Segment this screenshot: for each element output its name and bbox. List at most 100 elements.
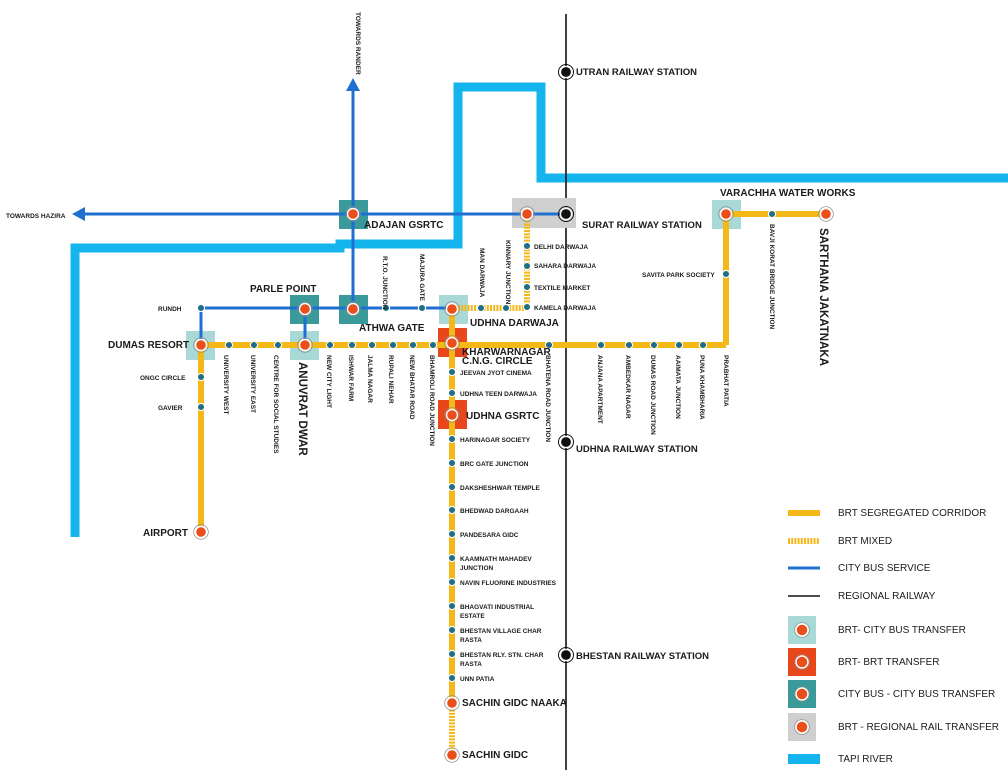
rundh-stop-icon — [196, 303, 206, 313]
majura-stop-icon — [417, 303, 427, 313]
label-bhestan-rly-2: RASTA — [460, 661, 482, 668]
udhna-rail-stop-ring — [558, 434, 574, 450]
textile-stop-icon — [522, 282, 532, 292]
legend-swatch-brt-citybus-dot — [795, 623, 809, 637]
legend-brt-segregated: BRT SEGREGATED CORRIDOR — [838, 508, 986, 519]
legend-brt-rail: BRT - REGIONAL RAIL TRANSFER — [838, 722, 999, 733]
label-bhagvati-1: BHAGVATI INDUSTRIAL — [460, 604, 534, 611]
label-bhamroli: BHAMROLI ROAD JUNCTION — [428, 355, 435, 446]
adajan-major-stop-icon — [346, 207, 360, 221]
label-new-city-light: NEW CITY LIGHT — [325, 355, 332, 408]
surat-brt-major-stop-icon — [520, 207, 534, 221]
athwa-gate-major-stop-ring — [345, 301, 361, 317]
dumas-major-stop-icon — [194, 338, 208, 352]
dumas-road-stop-icon — [649, 340, 659, 350]
sarthana-major-stop-ring — [818, 206, 834, 222]
label-athwa-gate: ATHWA GATE — [359, 323, 425, 334]
legend-brt-brt: BRT- BRT TRANSFER — [838, 657, 940, 668]
label-ishwar: ISHWAR FARM — [347, 355, 354, 401]
label-udhna-gsrtc: UDHNA GSRTC — [466, 411, 540, 422]
harinagar-stop-icon — [447, 434, 457, 444]
label-udhna-railway: UDHNA RAILWAY STATION — [576, 444, 698, 455]
label-anjana: ANJANA APARTMENT — [596, 355, 603, 424]
label-rupali: RUPALI NEHAR — [387, 355, 394, 404]
legend-swatch-brt-brt-dot — [795, 655, 809, 669]
delhi-stop-icon — [522, 241, 532, 251]
airport-major-stop-icon — [194, 525, 208, 539]
label-anuvrat: ANUVRAT DWAR — [296, 362, 308, 456]
sarthana-major-stop-icon — [819, 207, 833, 221]
label-navin: NAVIN FLUORINE INDUSTRIES — [460, 580, 557, 587]
bhatena-stop-icon — [544, 340, 554, 350]
label-gavier: GAVIER — [158, 405, 183, 412]
label-bavji: BAVJI KORAT BRIDGE JUNCTION — [768, 224, 775, 330]
label-man-darwaja: MAN DARWAJA — [478, 248, 485, 298]
label-puna: PUNA KHAMBHARIA — [698, 355, 705, 420]
brt-mixed-lines — [449, 214, 530, 755]
arrow-up-icon — [346, 78, 360, 91]
label-univ-west: UNIVERSITY WEST — [222, 355, 229, 415]
univ-west-stop-icon — [224, 340, 234, 350]
new-bhatar-stop-icon — [408, 340, 418, 350]
label-kaamnath-2: JUNCTION — [460, 565, 494, 572]
label-aaimata: AAIMATA JUNCTION — [674, 355, 681, 419]
anuvrat-major-stop-ring — [297, 337, 313, 353]
udhna-darwaja-major-stop-icon — [445, 302, 459, 316]
univ-east-stop-icon — [249, 340, 259, 350]
kinnary-stop-icon — [501, 303, 511, 313]
label-parle-point: PARLE POINT — [250, 284, 316, 295]
kharwarnagar-major-stop-icon — [445, 336, 459, 350]
label-udhna-darwaja: UDHNA DARWAJA — [470, 318, 559, 329]
kharwarnagar-major-stop-ring — [444, 335, 460, 351]
label-bhagvati-2: ESTATE — [460, 613, 485, 620]
unn-patia-stop-icon — [447, 673, 457, 683]
navin-stop-icon — [447, 577, 457, 587]
legend-brt-citybus: BRT- CITY BUS TRANSFER — [838, 625, 966, 636]
label-jalma: JALMA NAGAR — [366, 355, 373, 403]
label-rundh: RUNDH — [158, 306, 182, 313]
rupali-stop-icon — [388, 340, 398, 350]
label-new-bhatar: NEW BHATAR ROAD — [408, 355, 415, 420]
savita-stop-icon — [721, 269, 731, 279]
dumas-major-stop-ring — [193, 337, 209, 353]
parle-point-major-stop-ring — [297, 301, 313, 317]
stops — [193, 64, 834, 763]
new-city-light-stop-icon — [325, 340, 335, 350]
label-brc: BRC GATE JUNCTION — [460, 461, 529, 468]
udhna-rail-stop-icon — [559, 435, 573, 449]
label-surat-railway: SURAT RAILWAY STATION — [582, 220, 702, 231]
pandesara-stop-icon — [447, 529, 457, 539]
sachin-gidc-major-stop-ring — [444, 747, 460, 763]
label-bhestan-rly-1: BHESTAN RLY. STN. CHAR — [460, 652, 544, 659]
label-delhi: DELHI DARWAJA — [534, 244, 588, 251]
ongc-stop-icon — [196, 372, 206, 382]
label-bhedwad: BHEDWAD DARGAAH — [460, 508, 529, 515]
label-bhestan-railway: BHESTAN RAILWAY STATION — [576, 651, 709, 662]
label-kaamnath-1: KAAMNATH MAHADEV — [460, 556, 532, 563]
bhestan-rail-stop-icon — [559, 648, 573, 662]
label-dumas-resort: DUMAS RESORT — [108, 340, 189, 351]
bavji-stop-icon — [767, 209, 777, 219]
label-kharwarnagar-1: KHARWARNAGAR — [462, 347, 551, 358]
label-unn-patia: UNN PATIA — [460, 676, 495, 683]
legend-tapi: TAPI RIVER — [838, 754, 893, 765]
label-airport: AIRPORT — [143, 528, 188, 539]
utran-rail-stop-icon — [559, 65, 573, 79]
legend-citybus-citybus: CITY BUS - CITY BUS TRANSFER — [838, 689, 995, 700]
legend-swatch-brt-citybus-ring — [794, 622, 810, 638]
surat-brt-major-stop-ring — [519, 206, 535, 222]
centre-social-stop-icon — [273, 340, 283, 350]
adajan-major-stop-ring — [345, 206, 361, 222]
arrow-left-icon — [72, 207, 85, 221]
legend-swatch-brt-rail-dot — [795, 720, 809, 734]
label-textile: TEXTILE MARKET — [534, 285, 590, 292]
udhna-teen-stop-icon — [447, 388, 457, 398]
label-varachha: VARACHHA WATER WORKS — [720, 188, 856, 199]
ambedkar-stop-icon — [624, 340, 634, 350]
udhna-gsrtc-major-stop-icon — [445, 408, 459, 422]
legend-regional-rail: REGIONAL RAILWAY — [838, 591, 936, 602]
legend-swatch-tapi — [788, 754, 820, 764]
udhna-gsrtc-major-stop-ring — [444, 407, 460, 423]
airport-major-stop-ring — [193, 524, 209, 540]
label-ambedkar: AMBEDKAR NAGAR — [624, 355, 631, 419]
